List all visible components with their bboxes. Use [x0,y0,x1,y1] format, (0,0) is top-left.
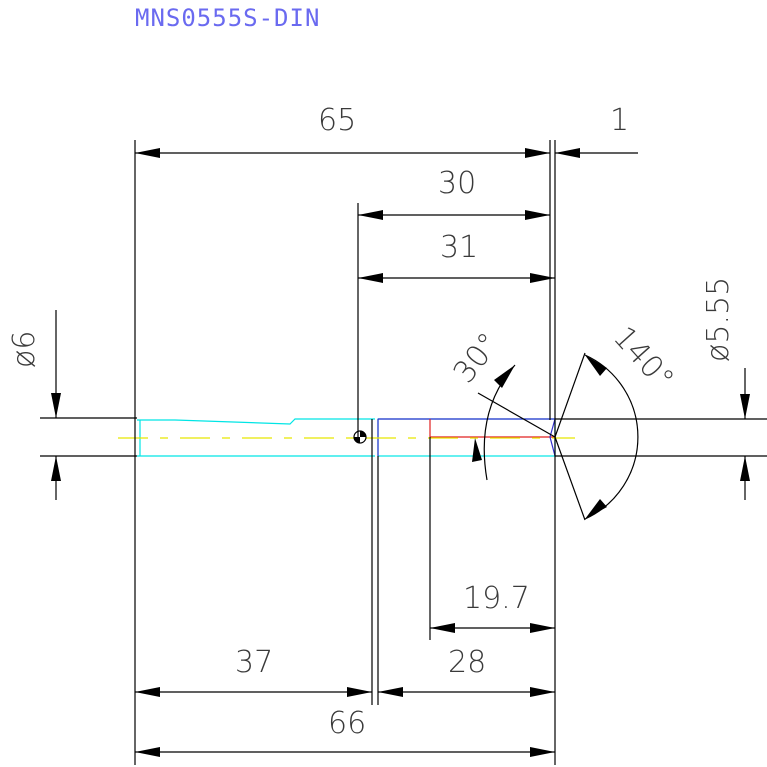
dim-1-label: 1 [610,103,629,138]
dim-31: 31 [358,230,555,283]
dim-30-label: 30 [438,166,476,201]
dim-66-label: 66 [328,706,366,741]
dim-30: 30 [358,166,550,220]
dim-1: 1 [555,103,638,158]
dim-dia-5-55: ø5.55 [701,277,750,500]
tool-body [118,418,575,457]
dim-angle-140-label: 140° [606,320,680,397]
dim-19-7-label: 19.7 [463,581,530,616]
dim-dia-6-label: ø6 [7,331,42,368]
tip-outline [549,418,556,457]
dim-65: 65 [135,103,550,158]
dim-66: 66 [135,706,555,757]
dim-dia-6: ø6 [7,310,61,500]
drawing-title: MNS0555S-DIN [135,4,320,32]
dim-angle-140: 140° [554,320,680,521]
dim-37: 37 [135,645,372,697]
dim-65-label: 65 [318,103,356,138]
dim-dia-5-55-label: ø5.55 [701,277,736,362]
dim-37-label: 37 [235,645,273,680]
dim-31-label: 31 [440,230,478,265]
dim-28-label: 28 [448,645,486,680]
extension-lines [40,140,767,765]
dim-28: 28 [378,645,555,697]
dim-angle-30: 30° [447,326,556,481]
dim-19-7: 19.7 [430,581,555,633]
reference-point-symbol [353,430,367,444]
shank-outline-top [137,418,375,425]
